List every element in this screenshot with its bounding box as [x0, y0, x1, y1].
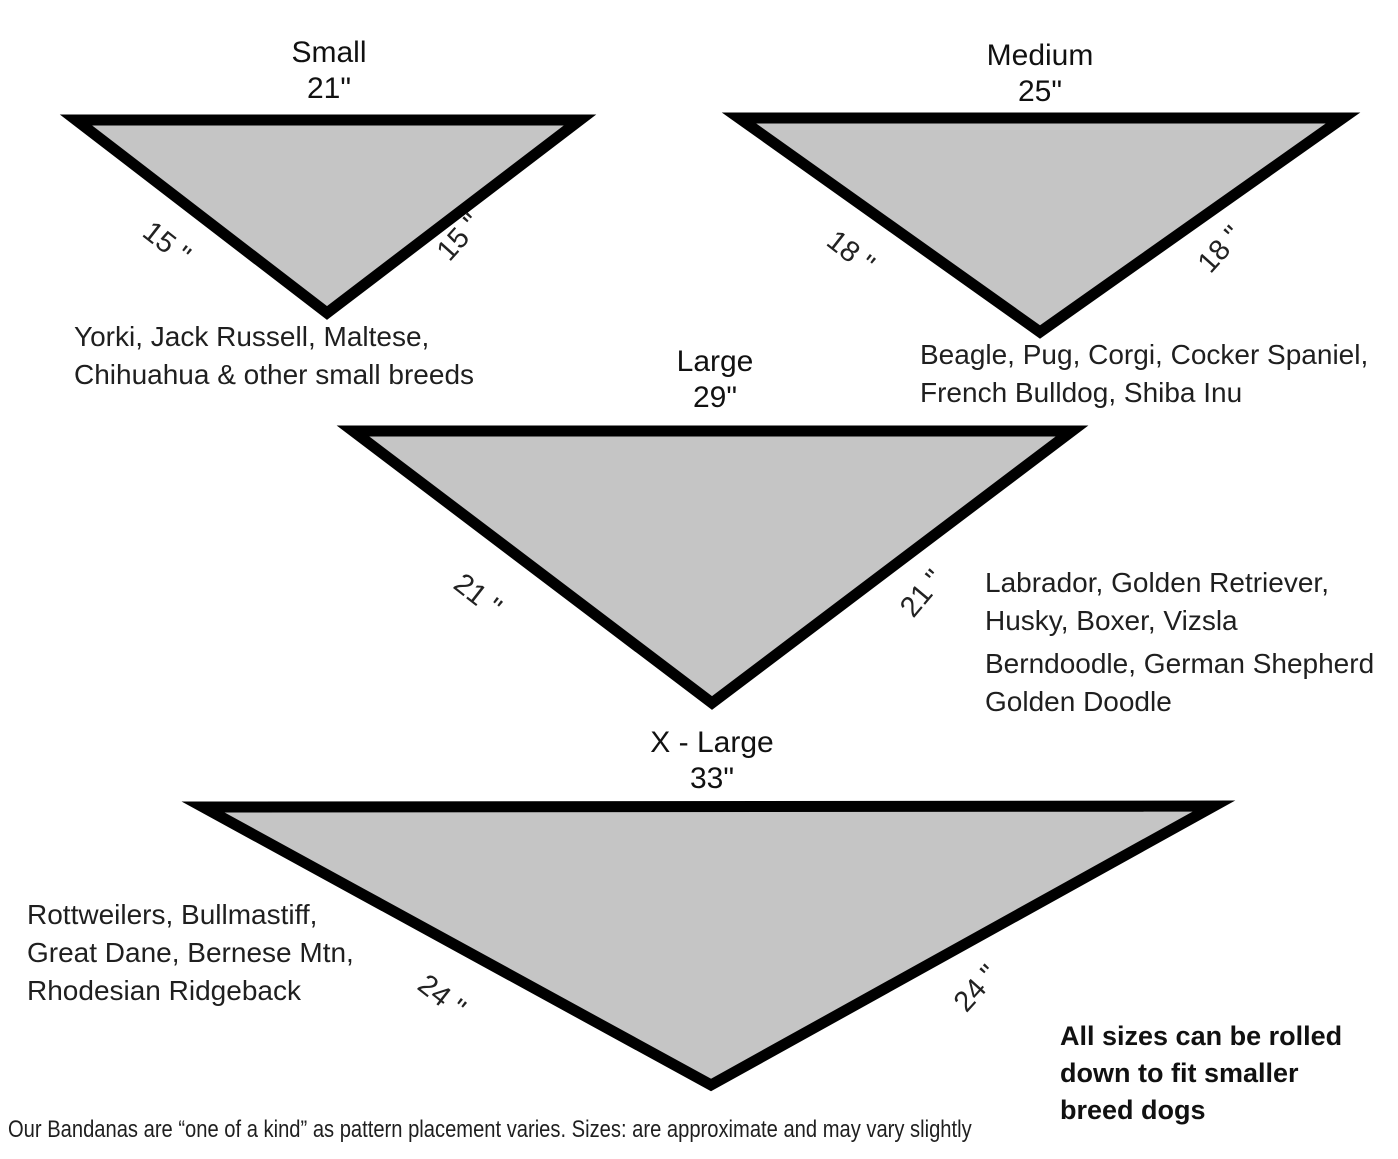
note-line: breed dogs	[1060, 1095, 1206, 1125]
breed-line: Yorki, Jack Russell, Maltese,	[74, 321, 430, 352]
breed-line: Husky, Boxer, Vizsla	[985, 605, 1238, 636]
xlarge-size-name: X - Large	[650, 726, 774, 759]
medium-title: Medium 25"	[987, 38, 1094, 110]
small-size-name: Small	[291, 36, 367, 69]
breed-line: Rhodesian Ridgeback	[27, 975, 301, 1006]
xlarge-breed-list: Rottweilers, Bullmastiff, Great Dane, Be…	[27, 896, 354, 1010]
large-breed-list: Labrador, Golden Retriever, Husky, Boxer…	[985, 564, 1374, 721]
breed-line: French Bulldog, Shiba Inu	[920, 377, 1243, 408]
xlarge-top-measurement: 33"	[689, 762, 735, 795]
small-breed-list: Yorki, Jack Russell, Maltese, Chihuahua …	[74, 318, 474, 394]
large-size-name: Large	[676, 345, 754, 378]
medium-top-measurement: 25"	[1017, 75, 1063, 108]
medium-breed-list: Beagle, Pug, Corgi, Cocker Spaniel, Fren…	[920, 336, 1368, 412]
breed-line: Labrador, Golden Retriever,	[985, 567, 1329, 598]
breed-line: Golden Doodle	[985, 686, 1172, 717]
xlarge-bandana-triangle	[181, 800, 1236, 1092]
large-title: Large 29"	[677, 344, 754, 416]
note-line: down to fit smaller	[1060, 1058, 1299, 1088]
footer-disclaimer: Our Bandanas are “one of a kind” as patt…	[8, 1116, 972, 1143]
small-top-measurement: 21"	[306, 72, 352, 105]
breed-line: Beagle, Pug, Corgi, Cocker Spaniel,	[920, 339, 1369, 370]
large-top-measurement: 29"	[692, 381, 738, 414]
small-bandana-triangle	[59, 114, 597, 320]
small-title: Small 21"	[291, 35, 366, 107]
medium-bandana-triangle	[721, 112, 1361, 339]
roll-down-note: All sizes can be rolled down to fit smal…	[1060, 1018, 1342, 1129]
medium-size-name: Medium	[986, 39, 1094, 72]
breed-line: Berndoodle, German Shepherd	[985, 648, 1375, 679]
large-bandana-triangle	[336, 425, 1089, 710]
breed-line: Rottweilers, Bullmastiff,	[27, 899, 318, 930]
breed-line: Chihuahua & other small breeds	[74, 359, 475, 390]
note-line: All sizes can be rolled	[1060, 1021, 1343, 1051]
xlarge-title: X - Large 33"	[650, 725, 773, 797]
breed-line: Great Dane, Bernese Mtn,	[27, 937, 354, 968]
